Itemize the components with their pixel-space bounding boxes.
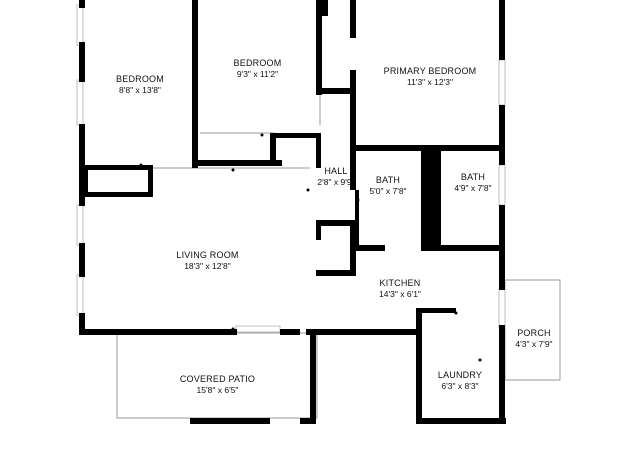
room-dims: 9'3" x 11'2" [236,69,279,80]
room-name: LIVING ROOM [176,250,239,260]
room-dims: 6'3" x 8'3" [441,381,479,392]
room-name: BATH [460,172,486,182]
room-label-porch: PORCH 4'3" x 7'9" [506,328,562,350]
room-dims: 11'3" x 12'3" [407,77,453,88]
room-label-laundry: LAUNDRY 6'3" x 8'3" [425,370,495,392]
room-name: BATH [375,175,401,185]
room-dims: 4'3" x 7'9" [515,339,553,350]
room-name: LAUNDRY [437,370,483,380]
room-name: BEDROOM [116,74,164,84]
room-dims: 4'9" x 7'8" [454,183,492,194]
room-name: PRIMARY BEDROOM [383,66,477,76]
room-label-kitchen: KITCHEN 14'3" x 6'1" [345,278,455,300]
room-dims: 2'8" x 9'9" [317,177,355,188]
tick-marks [139,133,482,362]
room-label-hall: HALL 2'8" x 9'9" [308,166,364,188]
room-label-bath-2: BATH 4'9" x 7'8" [443,172,503,194]
room-label-bedroom-1: BEDROOM 8'8" x 13'8" [90,74,190,96]
room-name: BEDROOM [233,58,282,68]
room-dims: 18'3" x 12'8" [184,261,231,272]
room-name: PORCH [517,328,551,338]
room-name: KITCHEN [379,278,421,288]
walls [79,0,506,424]
room-dims: 8'8" x 13'8" [119,85,161,96]
room-label-living-room: LIVING ROOM 18'3" x 12'8" [150,250,265,272]
room-name: COVERED PATIO [179,374,256,384]
room-label-covered-patio: COVERED PATIO 15'8" x 6'5" [160,374,275,396]
room-label-bedroom-2: BEDROOM 9'3" x 11'2" [205,58,310,80]
room-label-primary-bedroom: PRIMARY BEDROOM 11'3" x 12'3" [365,66,495,88]
room-name: HALL [324,166,348,176]
room-label-bath-1: BATH 5'0" x 7'8" [358,175,418,197]
room-dims: 15'8" x 6'5" [196,385,239,396]
room-dims: 5'0" x 7'8" [369,186,407,197]
room-dims: 14'3" x 6'1" [379,289,421,300]
